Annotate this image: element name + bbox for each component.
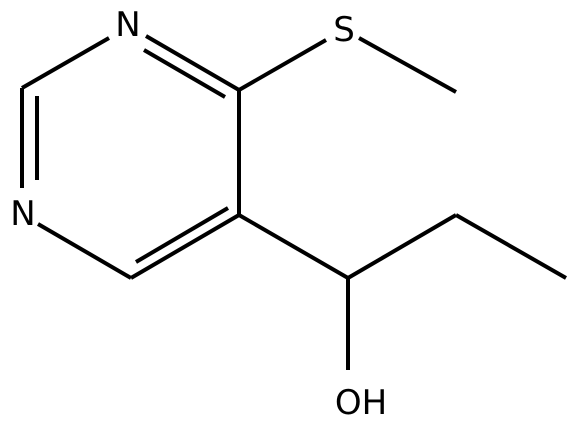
bond-c2-n1 [21, 36, 110, 90]
bond-n3-c4 [36, 222, 133, 280]
atom-labels: N N S OH [10, 5, 387, 423]
atom-label-n-top: N [115, 5, 140, 45]
atom-label-sulfur: S [333, 10, 355, 50]
bond-c6-n1 [144, 34, 241, 92]
atom-label-n-left: N [10, 194, 35, 234]
bond-choh-ch2 [346, 213, 458, 280]
bond-ch2-ch3 [455, 213, 567, 280]
bond-c4-c5-inner [134, 206, 230, 264]
bond-c5-choh [237, 213, 350, 280]
bond-c6-s [238, 38, 327, 92]
bond-s-ch3 [358, 36, 457, 94]
bond-c4-c5 [129, 213, 241, 280]
bond-c6-n1-inner [142, 48, 227, 99]
bond-lines [20, 34, 567, 370]
atom-label-hydroxyl: OH [335, 383, 387, 423]
